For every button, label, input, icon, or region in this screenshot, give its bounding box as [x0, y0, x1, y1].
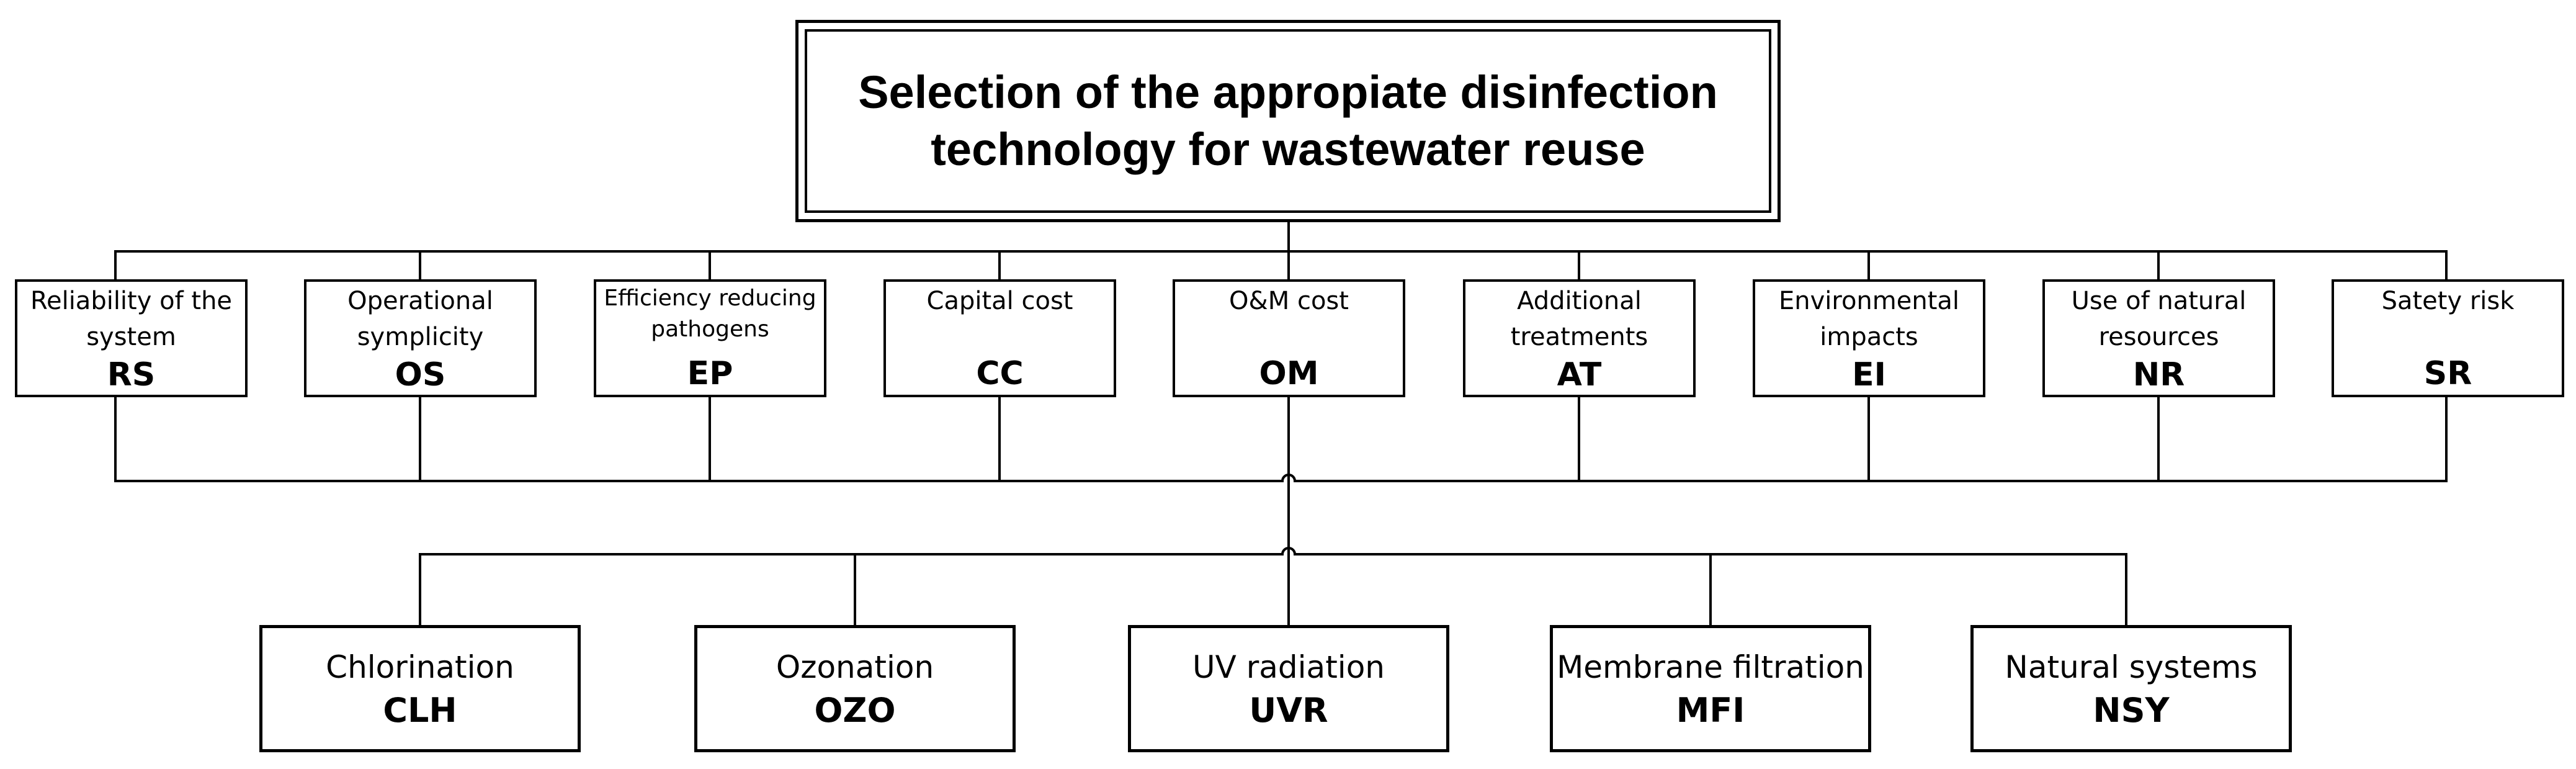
alternative-name: Natural systems: [2005, 649, 2258, 685]
criterion-sr: Satety risk SR: [2332, 279, 2564, 397]
criterion-code: EI: [1852, 356, 1886, 393]
alternative-code: CLH: [383, 690, 457, 730]
alternative-name: Membrane filtration: [1557, 649, 1864, 685]
criterion-cc: Capital cost CC: [883, 279, 1116, 397]
alternative-uvr: UV radiation UVR: [1128, 625, 1449, 752]
criterion-ep: Efficiency reducing pathogens EP: [594, 279, 826, 397]
alternative-name: Chlorination: [326, 649, 514, 685]
alternative-nsy: Natural systems NSY: [1970, 625, 2292, 752]
criterion-ei: Environmental impacts EI: [1753, 279, 1985, 397]
alternative-code: UVR: [1249, 690, 1328, 730]
criterion-name: Capital cost: [926, 287, 1073, 315]
criterion-code: RS: [107, 356, 156, 393]
goal-inner-frame: Selection of the appropiate disinfection…: [805, 29, 1771, 213]
criterion-code: AT: [1557, 356, 1602, 393]
criterion-code: OS: [395, 356, 446, 393]
alternative-code: OZO: [814, 690, 896, 730]
criterion-name: Use of natural resources: [2071, 287, 2247, 351]
alternative-ozo: Ozonation OZO: [694, 625, 1016, 752]
alternative-name: Ozonation: [776, 649, 934, 685]
alternative-mfi: Membrane filtration MFI: [1550, 625, 1871, 752]
criterion-code: NR: [2132, 356, 2185, 393]
alternative-clh: Chlorination CLH: [259, 625, 581, 752]
criterion-nr: Use of natural resources NR: [2042, 279, 2275, 397]
criterion-name: Efficiency reducing pathogens: [604, 286, 816, 342]
criterion-name: O&M cost: [1229, 287, 1349, 315]
criterion-code: CC: [976, 355, 1024, 392]
criterion-code: OM: [1259, 355, 1319, 392]
alternative-code: MFI: [1676, 690, 1745, 730]
criterion-name: Operational symplicity: [347, 287, 493, 351]
criterion-rs: Reliability of the system RS: [15, 279, 248, 397]
goal-box: Selection of the appropiate disinfection…: [795, 20, 1781, 222]
criterion-code: SR: [2423, 355, 2472, 392]
alternative-code: NSY: [2093, 690, 2170, 730]
criterion-name: Reliability of the system: [30, 287, 233, 351]
criterion-name: Satety risk: [2381, 287, 2515, 315]
criterion-os: Operational symplicity OS: [304, 279, 537, 397]
criterion-name: Additional treatments: [1510, 287, 1648, 351]
criterion-code: EP: [687, 355, 733, 392]
criterion-om: O&M cost OM: [1173, 279, 1405, 397]
goal-title: Selection of the appropiate disinfection…: [858, 66, 1718, 175]
criterion-at: Additional treatments AT: [1463, 279, 1696, 397]
alternative-name: UV radiation: [1192, 649, 1385, 685]
criterion-name: Environmental impacts: [1778, 287, 1960, 351]
